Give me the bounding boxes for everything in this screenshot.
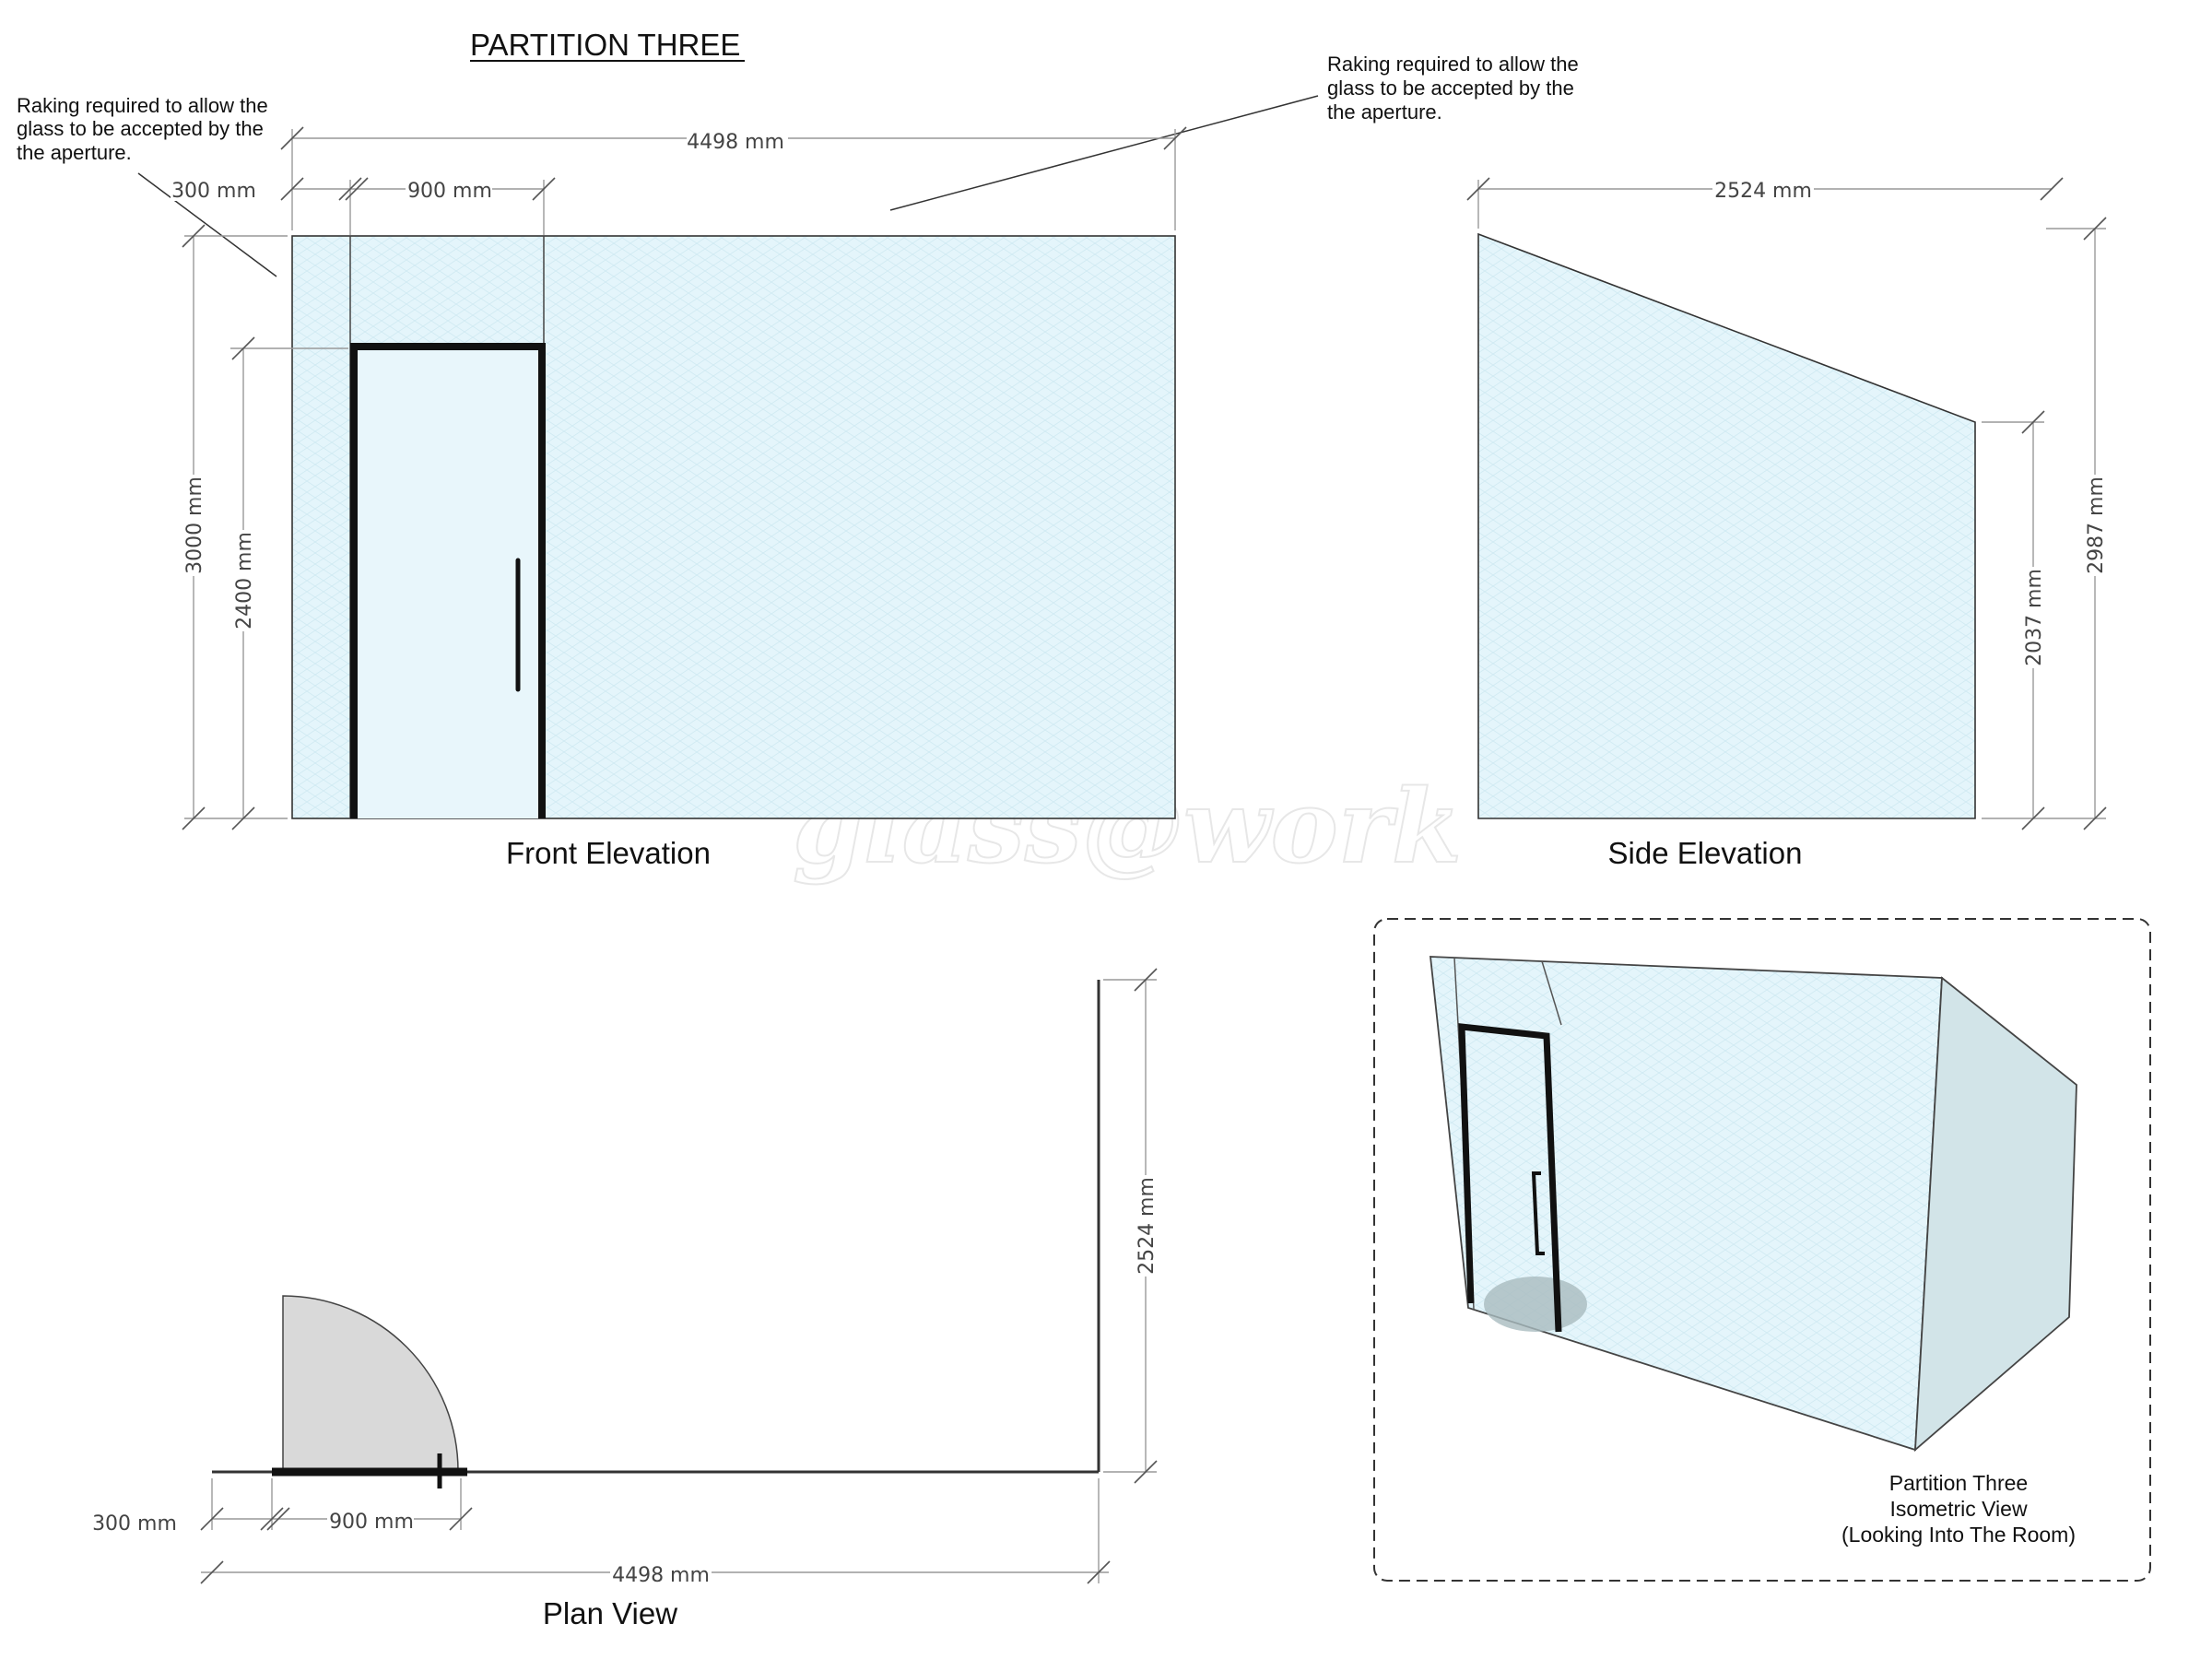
side-glass-panel [1477, 232, 1976, 819]
note-left-line-1: Raking required to allow the [17, 94, 268, 117]
iso-caption-line-2: Isometric View [1889, 1497, 2028, 1521]
dim-tick [231, 336, 255, 360]
isometric-view: Partition Three Isometric View (Looking … [1373, 918, 2151, 1582]
dim-door-height-label: 2400 mm [233, 532, 256, 629]
iso-side-glass [1913, 976, 2077, 1453]
dim-tick [2083, 806, 2107, 830]
dim-tick [260, 1507, 284, 1531]
side-elevation-caption: Side Elevation [1608, 836, 1803, 870]
dim-label-bg [406, 177, 492, 201]
raking-note-left: Raking required to allow the glass to be… [17, 94, 277, 277]
dim-plan-door-width-label: 900 mm [329, 1511, 414, 1534]
dim-label-bg [1712, 177, 1814, 201]
dim-short-height-label: 2037 mm [2023, 569, 2046, 666]
note-left-line-2: glass to be accepted by the [17, 117, 264, 140]
front-elevation: 4498 mm 300 mm 900 mm 3000 mm 2400 mm Fr… [171, 126, 1187, 870]
dim-plan-side-panel-label: 300 mm [92, 1512, 177, 1535]
dim-tick [532, 177, 556, 201]
note-left-line-3: the aperture. [17, 141, 132, 164]
dim-label-bg [171, 177, 255, 201]
plan-view: 2524 mm 300 mm 900 mm 4498 mm Plan View [92, 968, 1159, 1630]
note-right-line-1: Raking required to allow the [1327, 53, 1579, 76]
dim-label-bg [2082, 475, 2108, 576]
plan-view-caption: Plan View [543, 1596, 677, 1630]
dim-overall-width-label: 4498 mm [687, 131, 784, 154]
dim-tick [345, 177, 369, 201]
iso-door-frame [1458, 1023, 1562, 1333]
side-elevation: 2524 mm 2987 mm 2037 mm Side Elevation [1466, 177, 2108, 870]
iso-caption-line-3: (Looking Into The Room) [1841, 1523, 2076, 1547]
dim-tick [2083, 217, 2107, 241]
iso-door-shadow [1484, 1277, 1587, 1332]
note-left-leader [137, 172, 277, 277]
dim-label-bg [327, 1508, 414, 1532]
dim-tick [1134, 1460, 1158, 1484]
dim-tick [1163, 126, 1187, 150]
door-leaf [356, 348, 542, 818]
door-frame [350, 343, 546, 818]
dim-tick [2021, 410, 2045, 434]
dim-door-width-label: 900 mm [407, 180, 492, 203]
sheet-title: PARTITION THREE [470, 28, 740, 62]
note-right-line-2: glass to be accepted by the [1327, 76, 1574, 100]
dim-tall-height-label: 2987 mm [2085, 477, 2108, 574]
dim-tick [266, 1507, 290, 1531]
dim-side-width-label: 2524 mm [1714, 180, 1812, 203]
dim-tick [1466, 177, 1490, 201]
dim-label-bg [230, 530, 256, 631]
iso-door-handle-icon [1531, 1171, 1545, 1255]
dim-plan-overall-label: 4498 mm [612, 1564, 710, 1587]
dim-tick [449, 1507, 473, 1531]
dim-height-label: 3000 mm [183, 477, 206, 574]
note-right-leader [889, 95, 1319, 211]
dim-side-panel-label: 300 mm [171, 180, 256, 203]
note-right-line-3: the aperture. [1327, 100, 1442, 124]
dim-tick [1087, 1560, 1111, 1584]
dim-tick [182, 224, 206, 248]
front-elevation-caption: Front Elevation [506, 836, 711, 870]
raking-note-right: Raking required to allow the glass to be… [889, 53, 1579, 211]
iso-caption-line-1: Partition Three [1889, 1471, 2028, 1495]
dim-label-bg [181, 475, 206, 576]
dim-tick [2040, 177, 2064, 201]
dim-tick [2021, 806, 2045, 830]
dim-label-bg [2020, 567, 2046, 668]
dim-label-bg [687, 127, 788, 151]
dim-tick [338, 177, 362, 201]
dim-tick [231, 806, 255, 830]
dim-tick [280, 177, 304, 201]
dim-label-bg [1133, 1175, 1159, 1277]
isometric-dashed-box [1373, 918, 2151, 1582]
dim-plan-return-label: 2524 mm [1135, 1177, 1159, 1275]
dim-label-bg [610, 1560, 712, 1584]
dim-tick [182, 806, 206, 830]
dim-tick [280, 126, 304, 150]
dim-tick [200, 1560, 224, 1584]
dim-tick [200, 1507, 224, 1531]
dim-tick [1134, 968, 1158, 992]
iso-overpanel-joint [1541, 960, 1562, 1026]
door-swing-arc [282, 1295, 459, 1472]
